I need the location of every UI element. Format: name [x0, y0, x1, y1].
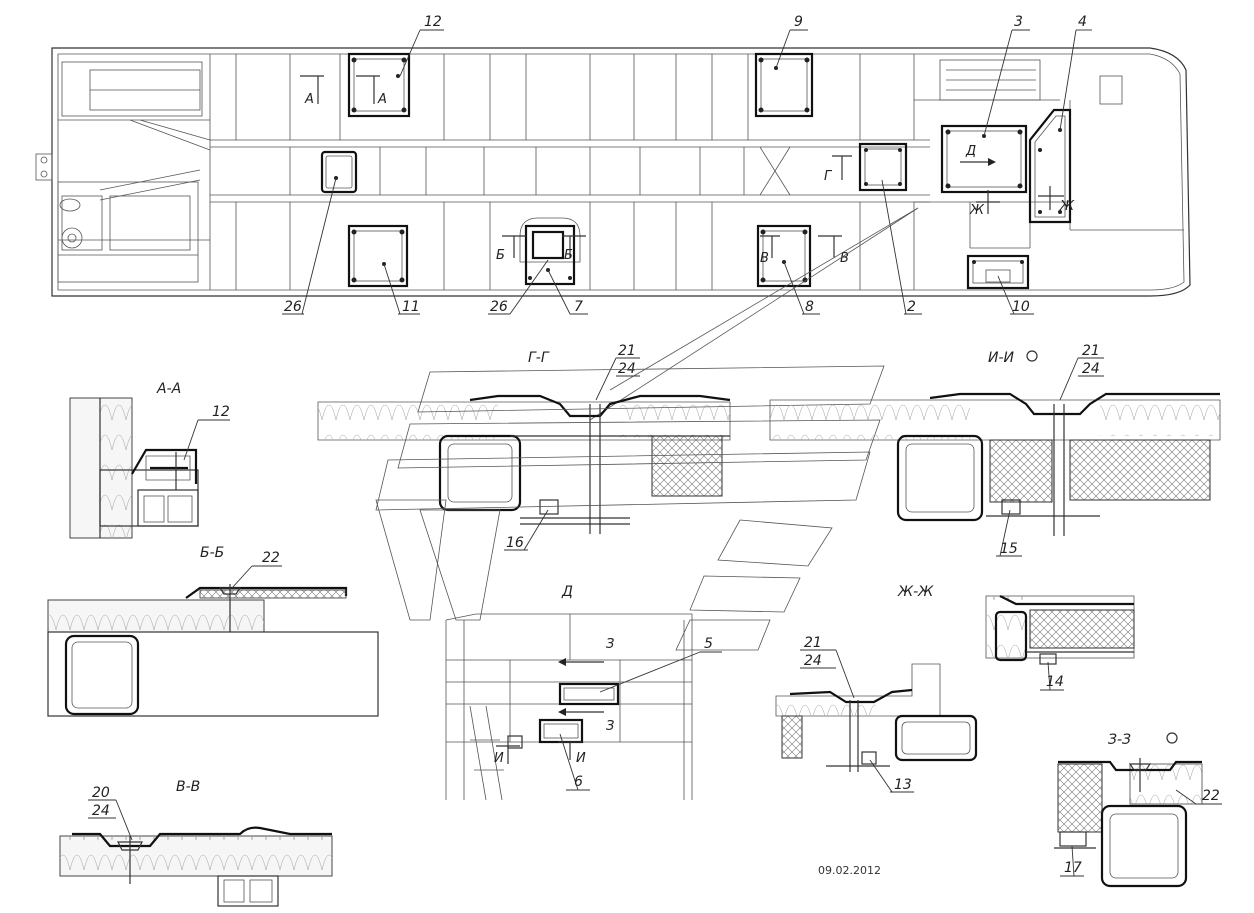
- section-zz-title: З-З: [1108, 732, 1131, 748]
- section-gg: Г-Г 21 24 16: [317, 343, 885, 551]
- callout-7: 7: [574, 299, 583, 315]
- hatch-panel-26a: [320, 150, 358, 194]
- cut-mark-g1: Г: [824, 169, 833, 184]
- section-bb-title: Б-Б: [200, 545, 224, 561]
- cut-mark-d1: Д: [965, 144, 976, 159]
- section-zz-callout-lower: 17: [1064, 860, 1082, 876]
- section-ii-title: И-И: [988, 350, 1015, 366]
- view-d-title: Д: [561, 584, 573, 600]
- cut-arrows: [300, 75, 1064, 258]
- cut-mark-zh2: Ж: [1059, 199, 1075, 214]
- section-bb: Б-Б 22: [47, 545, 379, 717]
- view-d-cut-z2: З: [606, 719, 614, 734]
- callout-3: 3: [1014, 14, 1023, 30]
- section-aa-callout: 12: [212, 404, 230, 420]
- section-ii-callout-bottom: 24: [1082, 361, 1100, 377]
- hatch-panel-8: [756, 224, 812, 288]
- callout-11: 11: [402, 299, 420, 315]
- section-vv-callout-bottom: 24: [92, 803, 110, 819]
- section-zhzh: Ж-Ж 21 24 13 14: [775, 584, 1135, 793]
- view-d: Д З З И И 5 6: [375, 499, 833, 801]
- section-zhzh-title: Ж-Ж: [897, 584, 934, 600]
- section-ii-callout-top: 21: [1082, 343, 1100, 359]
- hatch-panel-10: [966, 254, 1030, 290]
- cut-mark-v2: В: [840, 251, 849, 266]
- section-zhzh-callout-right: 14: [1046, 674, 1064, 690]
- section-vv-title: В-В: [176, 779, 200, 795]
- view-d-cut-i1: И: [494, 751, 504, 766]
- drawing-date: 09.02.2012: [818, 864, 881, 877]
- cut-mark-zh1: Ж: [969, 203, 985, 218]
- section-aa-title: А-А: [156, 381, 181, 397]
- hatch-panel-3: [940, 124, 1028, 194]
- section-zhzh-callout-bottom: 24: [804, 653, 822, 669]
- plan-view: А А Б Б В В Г Д Ж Ж 12 9 3 4 26 11 26 7: [35, 14, 1191, 421]
- section-bb-callout: 22: [262, 550, 280, 566]
- section-vv: В-В 20 24: [59, 779, 333, 907]
- callout-4: 4: [1078, 14, 1087, 30]
- cut-mark-b1: Б: [496, 248, 505, 263]
- plan-callouts: 12 9 3 4 26 11 26 7 8 2 10: [282, 14, 1092, 315]
- section-gg-title: Г-Г: [528, 350, 550, 366]
- cut-mark-a1: А: [304, 92, 314, 107]
- section-vv-callout-top: 20: [92, 785, 110, 801]
- section-ii-callout-lower: 15: [1000, 541, 1018, 557]
- view-d-callout-right: 5: [704, 636, 713, 652]
- hatch-panel-9: [754, 52, 814, 118]
- cross-members: [209, 54, 915, 290]
- section-ii: И-И 21 24 15: [769, 343, 1221, 557]
- callout-9: 9: [794, 14, 803, 30]
- section-zz-callout-right: 22: [1202, 788, 1220, 804]
- callout-10: 10: [1012, 299, 1030, 315]
- cut-mark-a2: А: [377, 92, 387, 107]
- hatch-panel-12: [347, 52, 411, 118]
- section-gg-callout-lower: 16: [506, 535, 524, 551]
- hatch-panel-11: [347, 224, 409, 288]
- callout-12: 12: [424, 14, 442, 30]
- callout-2: 2: [907, 299, 916, 315]
- section-aa: А-А 12: [69, 381, 230, 539]
- hatch-panel-4: [1028, 108, 1072, 224]
- cut-mark-v1: В: [760, 251, 769, 266]
- callout-8: 8: [805, 299, 814, 315]
- section-zhzh-callout-top: 21: [804, 635, 822, 651]
- callout-26a: 26: [284, 299, 302, 315]
- cut-mark-b2: Б: [564, 248, 573, 263]
- view-d-cut-i2: И: [576, 751, 586, 766]
- callout-26b: 26: [490, 299, 508, 315]
- section-zz: З-З 22 17: [1054, 732, 1222, 888]
- section-gg-callout-top: 21: [618, 343, 636, 359]
- hatch-panel-26b-7: [519, 217, 581, 286]
- view-d-callout-bottom: 6: [574, 774, 583, 790]
- section-zhzh-callout-lower: 13: [894, 777, 912, 793]
- view-d-cut-z1: З: [606, 637, 614, 652]
